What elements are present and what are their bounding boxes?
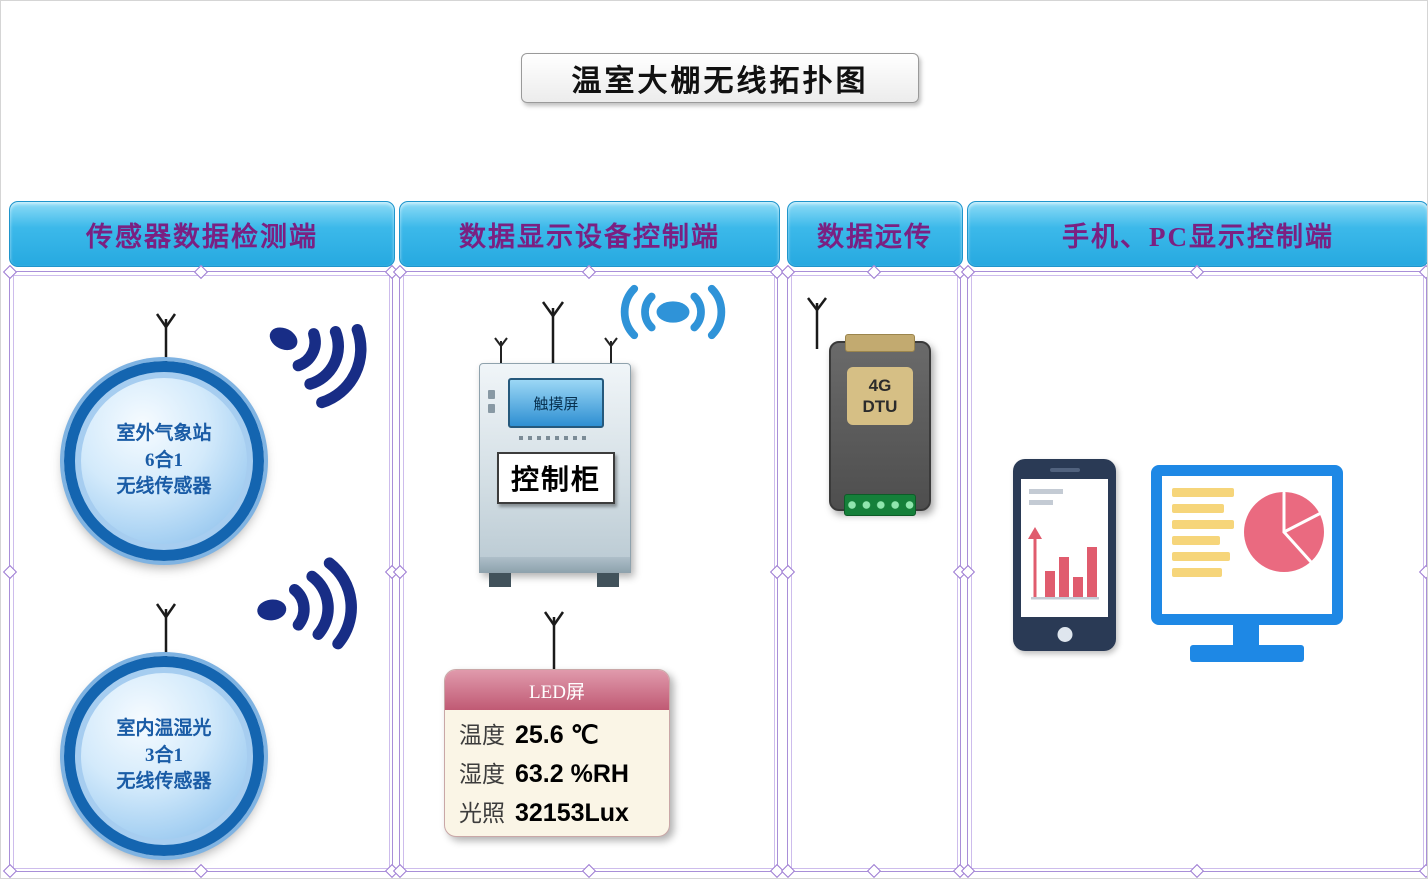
dtu-nameplate: 4G DTU bbox=[847, 367, 913, 425]
indicator-light bbox=[488, 404, 495, 413]
reading-name: 温度 bbox=[459, 723, 505, 748]
phone-icon bbox=[1013, 459, 1116, 651]
column-frame-remote bbox=[780, 264, 968, 878]
wireless-signal-icon bbox=[240, 283, 409, 440]
led-readings: 温度 25.6 ℃ 湿度 63.2 %RH 光照 32153Lux bbox=[445, 710, 669, 833]
bar-chart-icon bbox=[1028, 489, 1099, 600]
frame-ornament bbox=[1189, 264, 1205, 280]
diagram-title: 温室大棚无线拓扑图 bbox=[571, 65, 869, 98]
frame-ornament bbox=[2, 264, 18, 280]
frame-ornament bbox=[1189, 863, 1205, 878]
cabinet-nameplate: 控制柜 bbox=[497, 452, 615, 504]
diagram-title-box: 温室大棚无线拓扑图 bbox=[521, 53, 919, 103]
column-header-client: 手机、PC显示控制端 bbox=[967, 201, 1427, 267]
wireless-signal-icon bbox=[246, 546, 392, 669]
reading-value: 32153Lux bbox=[515, 799, 629, 827]
frame-ornament bbox=[1418, 863, 1427, 878]
antenna-icon bbox=[148, 601, 184, 664]
antenna-icon bbox=[535, 609, 573, 676]
led-reading-row: 湿度 63.2 %RH bbox=[459, 755, 655, 794]
frame-ornament bbox=[780, 564, 796, 579]
dtu-top-cap bbox=[845, 334, 915, 352]
dtu-nameplate-label: DTU bbox=[862, 397, 898, 416]
frame-ornament bbox=[960, 564, 976, 579]
dtu-nameplate-label: 4G bbox=[868, 375, 892, 395]
frame-ornament bbox=[193, 863, 209, 878]
outdoor-sensor-node: 室外气象站 6合1 无线传感器 bbox=[64, 361, 264, 561]
antenna-icon bbox=[533, 299, 573, 370]
indoor-sensor-label: 无线传感器 bbox=[116, 771, 212, 793]
led-reading-row: 温度 25.6 ℃ bbox=[459, 716, 655, 755]
indoor-sensor-node: 室内温湿光 3合1 无线传感器 bbox=[64, 656, 264, 856]
frame-ornament bbox=[1418, 564, 1427, 579]
phone-speaker bbox=[1049, 468, 1080, 472]
reading-value: 63.2 %RH bbox=[515, 760, 629, 788]
pie-chart-icon bbox=[1244, 491, 1324, 572]
antenna-icon bbox=[148, 311, 184, 374]
cabinet-base-strip bbox=[480, 557, 630, 572]
phone-screen bbox=[1021, 479, 1108, 617]
cabinet-foot bbox=[597, 573, 619, 587]
column-frame-sensor bbox=[2, 264, 400, 878]
frame-ornament bbox=[581, 264, 596, 280]
led-panel-title: LED屏 bbox=[529, 681, 585, 703]
column-header-display: 数据显示设备控制端 bbox=[399, 201, 780, 267]
frame-ornament bbox=[2, 863, 18, 878]
led-reading-row: 光照 32153Lux bbox=[459, 794, 655, 833]
frame-ornament bbox=[866, 264, 882, 280]
frame-ornament bbox=[2, 564, 18, 579]
monitor-chart bbox=[1172, 488, 1324, 577]
antenna-icon bbox=[799, 295, 835, 356]
antenna-icon bbox=[601, 337, 621, 370]
column-header-sensor-label: 传感器数据检测端 bbox=[86, 221, 318, 252]
outdoor-sensor-label: 无线传感器 bbox=[116, 476, 212, 498]
dtu-device: 4G DTU bbox=[829, 334, 931, 516]
wireless-broadcast-icon bbox=[599, 281, 747, 348]
reading-name: 光照 bbox=[459, 801, 505, 826]
monitor-stand bbox=[1233, 623, 1259, 647]
indicator-light bbox=[488, 390, 495, 399]
touch-screen-label: 触摸屏 bbox=[533, 396, 579, 413]
cabinet-nameplate-label: 控制柜 bbox=[510, 465, 601, 496]
frame-ornament bbox=[193, 264, 209, 280]
indoor-sensor-label: 3合1 bbox=[144, 744, 183, 766]
control-cabinet: 触摸屏 控制柜 bbox=[479, 363, 631, 573]
reading-name: 湿度 bbox=[459, 762, 505, 787]
frame-ornament bbox=[780, 264, 796, 280]
dtu-connector bbox=[844, 494, 916, 516]
phone-home-button bbox=[1057, 627, 1072, 642]
cabinet-foot bbox=[489, 573, 511, 587]
column-frame-display bbox=[392, 264, 785, 878]
monitor-icon bbox=[1151, 465, 1343, 625]
antenna-icon bbox=[491, 337, 511, 370]
monitor-base bbox=[1190, 645, 1304, 662]
led-display-panel: LED屏 温度 25.6 ℃ 湿度 63.2 %RH 光照 32153Lux bbox=[444, 669, 670, 837]
frame-ornament bbox=[392, 564, 408, 579]
touch-screen: 触摸屏 bbox=[508, 378, 604, 428]
led-panel-header: LED屏 bbox=[445, 670, 669, 710]
frame-ornament bbox=[780, 863, 796, 878]
vent-holes bbox=[519, 436, 591, 440]
frame-ornament bbox=[581, 863, 596, 878]
outdoor-sensor-label: 6合1 bbox=[144, 449, 183, 471]
column-header-sensor: 传感器数据检测端 bbox=[9, 201, 395, 267]
column-frame-client bbox=[960, 264, 1427, 878]
reading-value: 25.6 ℃ bbox=[515, 721, 599, 749]
indoor-sensor-label: 室内温湿光 bbox=[116, 718, 212, 740]
frame-ornament bbox=[1418, 264, 1427, 280]
column-header-remote: 数据远传 bbox=[787, 201, 963, 267]
column-header-client-label: 手机、PC显示控制端 bbox=[1062, 221, 1334, 252]
column-header-display-label: 数据显示设备控制端 bbox=[459, 221, 720, 252]
frame-ornament bbox=[866, 863, 882, 878]
outdoor-sensor-label: 室外气象站 bbox=[116, 423, 212, 445]
column-header-remote-label: 数据远传 bbox=[817, 221, 933, 252]
